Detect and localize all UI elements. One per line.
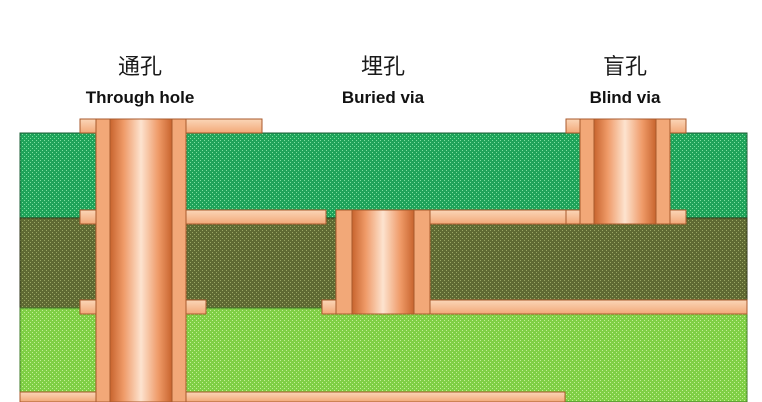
inner-trace-1-main [185, 209, 327, 225]
through-hole-label-en: Through hole [85, 88, 195, 107]
buried-via-barrel [351, 209, 415, 315]
inner-trace-2-right [185, 299, 207, 315]
buried-via-label-zh: 埋孔 [360, 55, 405, 80]
via-barrels [95, 118, 671, 402]
buried-via-wall-right [413, 209, 431, 315]
through-hole-barrel-right-wall [171, 118, 187, 402]
buried-via-label-en: Buried via [341, 88, 425, 107]
inner-trace-1-buried-right [419, 209, 581, 225]
blind-via-label-en: Blind via [589, 88, 661, 107]
through-hole-label-zh: 通孔 [117, 55, 162, 80]
blind-via-barrel [593, 118, 657, 225]
blind-via-label-zh: 盲孔 [602, 55, 647, 80]
through-hole-barrel [109, 118, 173, 402]
blind-via-wall-left [579, 118, 595, 225]
through-hole-barrel-left-wall [95, 118, 111, 402]
blind-via-wall-right [655, 118, 671, 225]
buried-via-wall-left [335, 209, 353, 315]
through-hole-label: 通孔 Through hole [60, 55, 220, 109]
bottom-trace [19, 391, 566, 402]
blind-via-label: 盲孔 Blind via [555, 55, 695, 109]
buried-via-label: 埋孔 Buried via [313, 55, 453, 109]
